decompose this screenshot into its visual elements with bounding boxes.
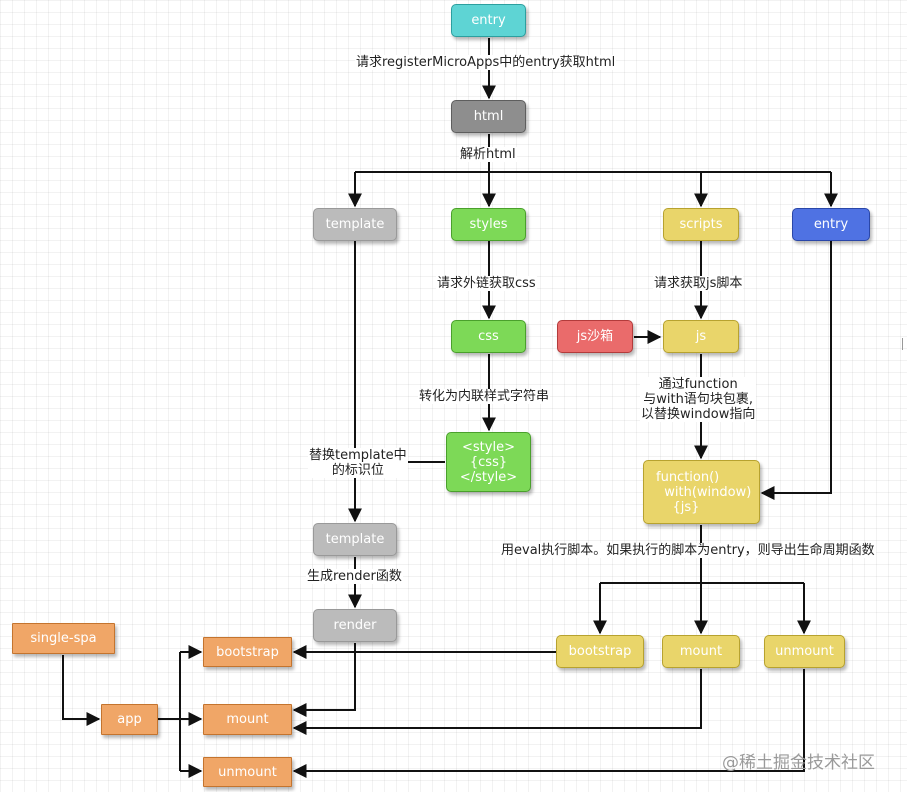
- label-parse-html: 解析html: [459, 147, 517, 162]
- edge-render-mount: [292, 643, 356, 717]
- node-function-block[interactable]: function() with(window) {js}: [643, 460, 760, 524]
- node-mount-right[interactable]: mount: [662, 635, 740, 668]
- node-unmount-right[interactable]: unmount: [764, 635, 845, 668]
- label-to-inline: 转化为内联样式字符串: [418, 389, 551, 404]
- node-template[interactable]: template: [313, 208, 397, 241]
- node-js-sandbox[interactable]: js沙箱: [557, 320, 633, 353]
- label-gen-render: 生成render函数: [306, 569, 403, 584]
- node-styles[interactable]: styles: [451, 208, 526, 241]
- edge-mount-right-left: [292, 669, 702, 735]
- node-app[interactable]: app: [101, 704, 158, 735]
- node-mount-left[interactable]: mount: [203, 704, 292, 735]
- label-wrap-function: 通过function 与with语句块包裹, 以替换window指向: [640, 377, 757, 422]
- label-request-js: 请求获取js脚本: [653, 276, 744, 291]
- node-template2[interactable]: template: [313, 523, 397, 556]
- node-bootstrap-left[interactable]: bootstrap: [203, 637, 292, 667]
- edge-entry-function: [760, 241, 832, 500]
- canvas-edge-mark: [902, 338, 907, 350]
- node-entry-right[interactable]: entry: [792, 208, 870, 241]
- edge-singlespa-app: [62, 655, 101, 726]
- node-unmount-left[interactable]: unmount: [203, 757, 292, 787]
- node-scripts[interactable]: scripts: [663, 208, 739, 241]
- node-html[interactable]: html: [451, 100, 526, 133]
- label-replace-template: 替换template中 的标识位: [308, 448, 408, 478]
- node-entry-top[interactable]: entry: [451, 4, 526, 37]
- node-js[interactable]: js: [663, 320, 739, 353]
- label-eval-exec: 用eval执行脚本。如果执行的脚本为entry，则导出生命周期函数: [500, 543, 876, 558]
- node-bootstrap-right[interactable]: bootstrap: [556, 635, 644, 668]
- node-css[interactable]: css: [451, 320, 526, 353]
- node-single-spa[interactable]: single-spa: [12, 623, 115, 654]
- watermark: @稀土掘金技术社区: [722, 753, 875, 773]
- label-request-entry: 请求registerMicroApps中的entry获取html: [355, 55, 617, 70]
- label-request-css: 请求外链获取css: [436, 276, 537, 291]
- node-render[interactable]: render: [313, 609, 397, 642]
- node-style-block[interactable]: <style> {css} </style>: [446, 432, 531, 492]
